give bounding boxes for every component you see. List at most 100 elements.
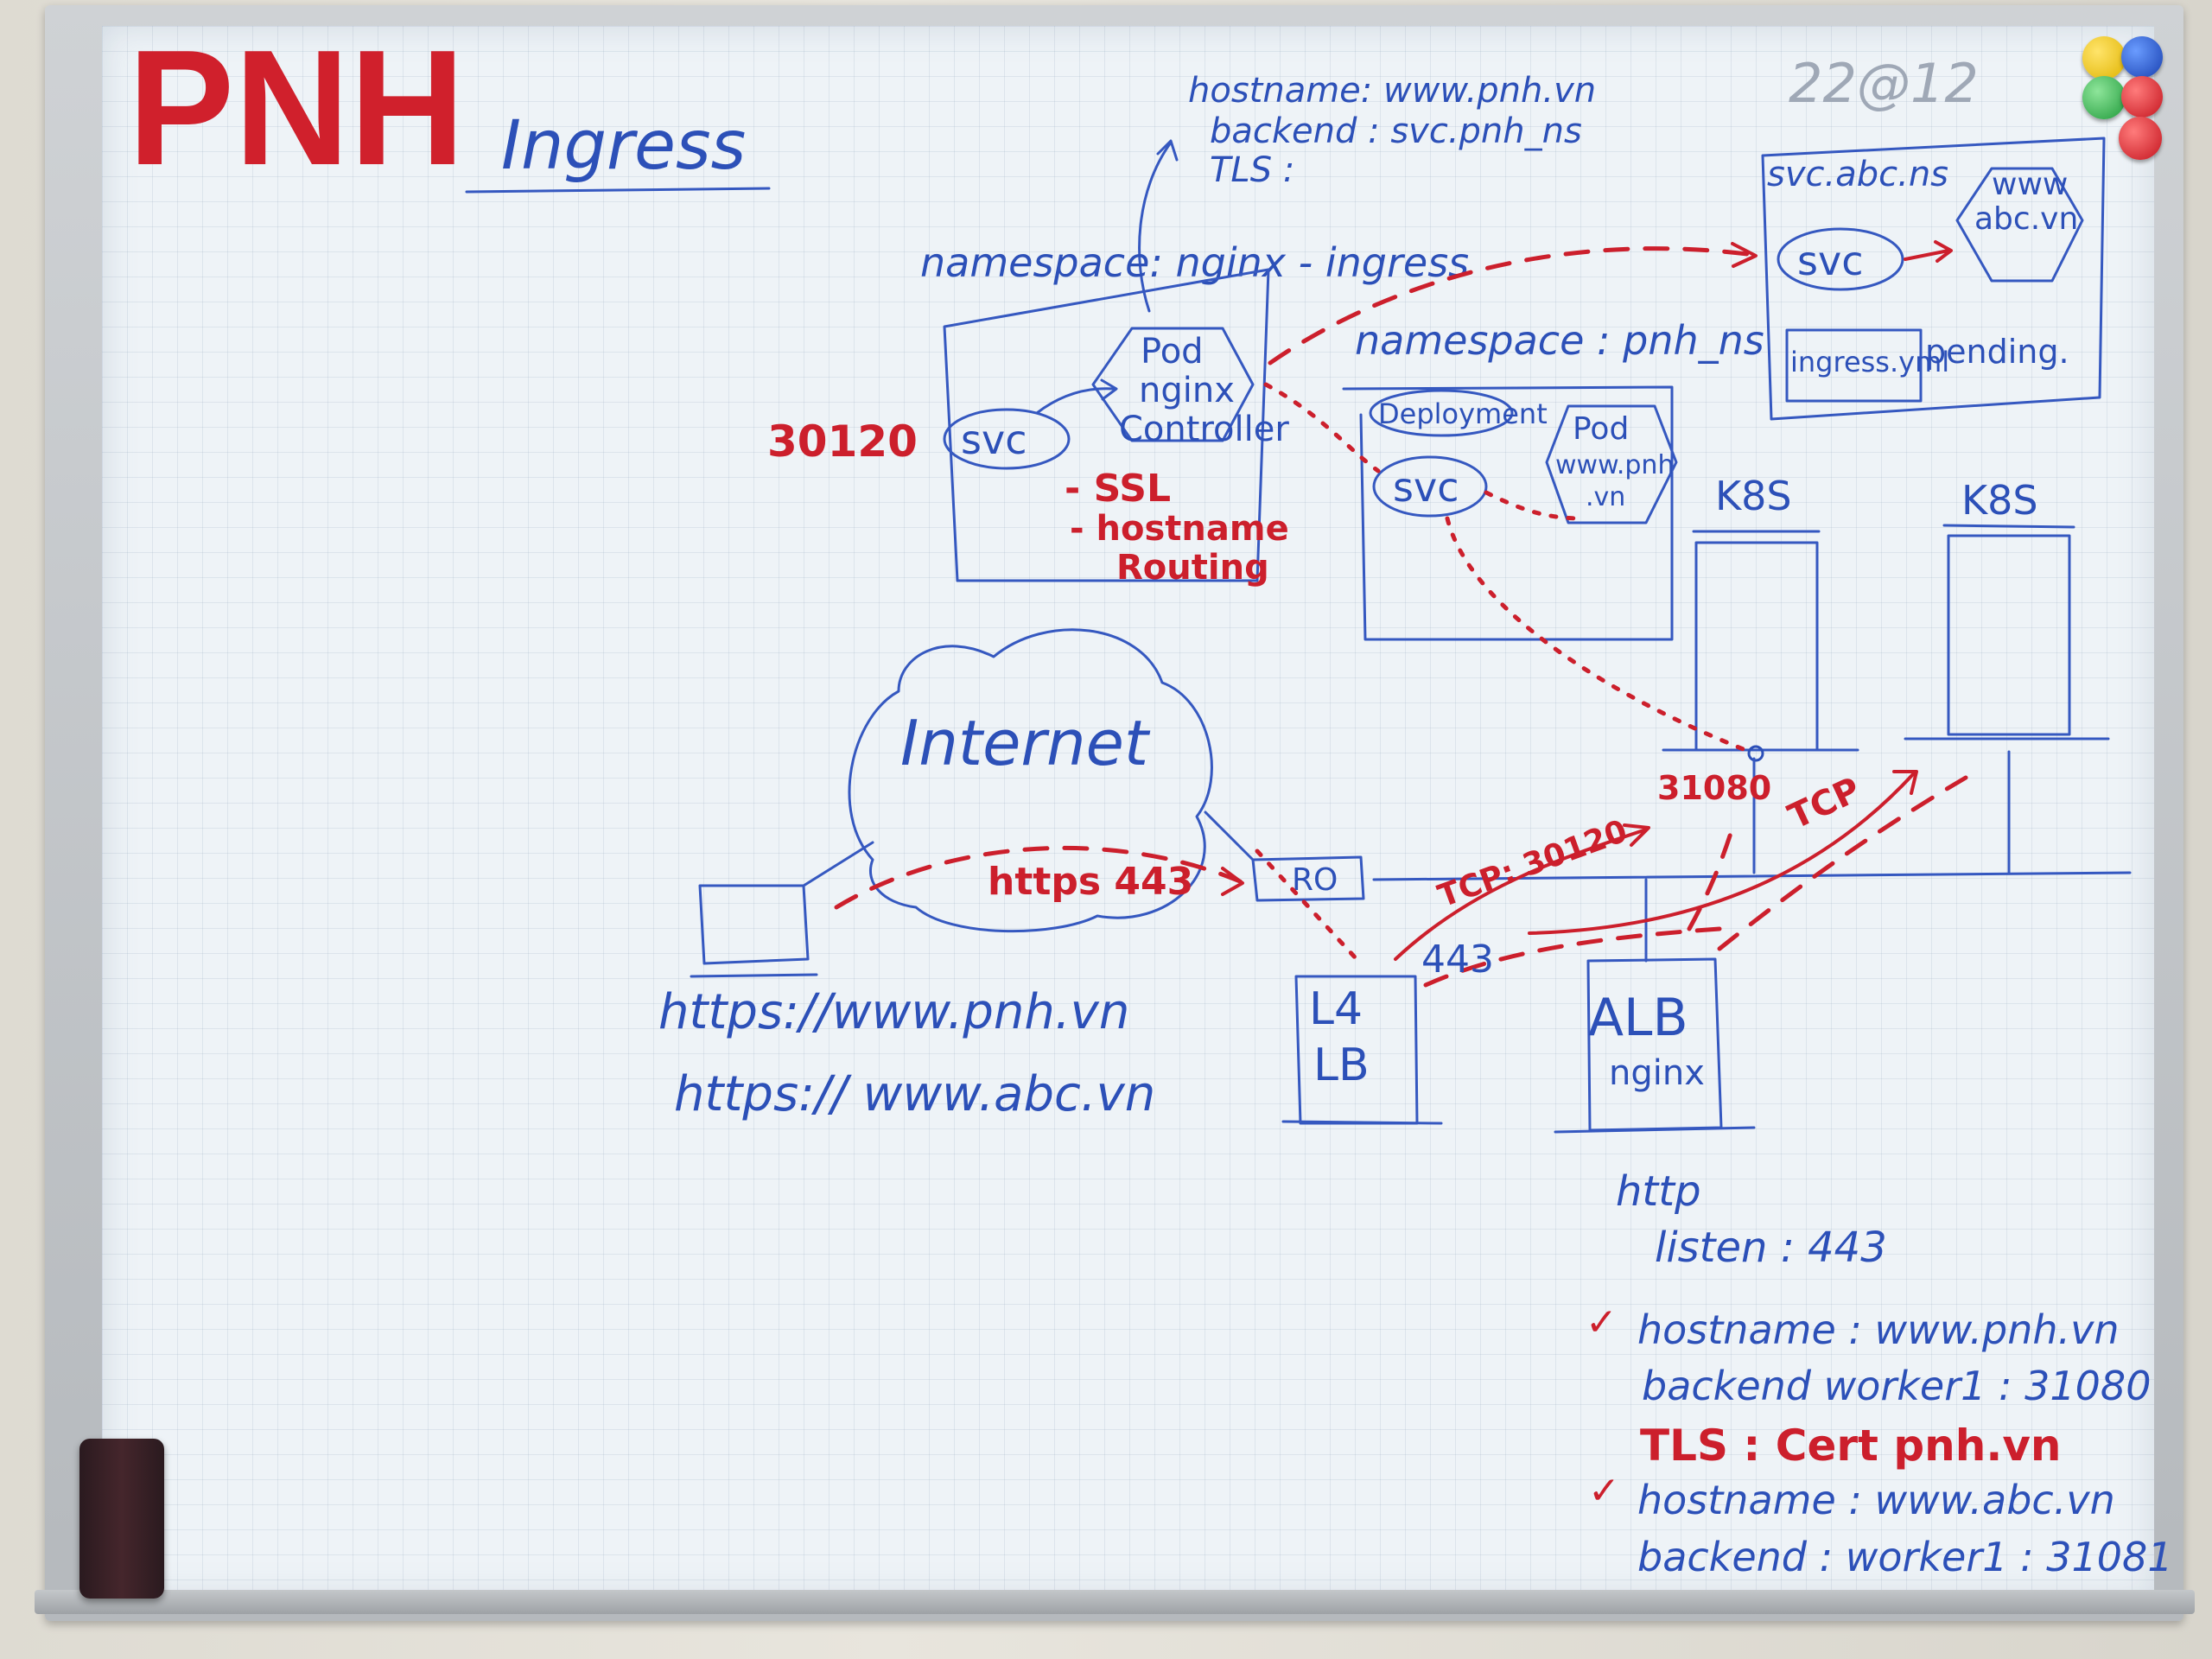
nginx-to-abc-arrow bbox=[1268, 246, 1757, 365]
nginx-note-routing: Routing bbox=[1116, 548, 1269, 588]
pnh-pod-line2: www.pnh bbox=[1555, 450, 1674, 480]
nginx-port: 30120 bbox=[767, 416, 918, 467]
l4lb-to-alb-443-arrow bbox=[1423, 926, 1722, 988]
internet-cloud bbox=[848, 628, 1213, 933]
arrow-https-label: https 443 bbox=[988, 860, 1193, 904]
magnet-yellow[interactable] bbox=[2082, 36, 2126, 79]
magnet-red-2[interactable] bbox=[2119, 117, 2162, 160]
alb-config-listen: listen : 443 bbox=[1655, 1224, 1887, 1272]
pnh-ns-box bbox=[1342, 385, 1674, 641]
ingress-rule-arrowhead bbox=[1156, 139, 1179, 162]
abc-ns-box bbox=[1761, 137, 2106, 421]
alb-to-k8s-left-arrow bbox=[1687, 825, 1735, 931]
pnh-svc-to-pod-arrow bbox=[1484, 490, 1584, 521]
abc-svc-to-pod-arrow bbox=[1904, 249, 1950, 261]
client-url-2: https:// www.abc.vn bbox=[674, 1066, 1155, 1122]
k8s-left-label: K8S bbox=[1715, 473, 1792, 519]
ingress-rule-hostname: hostname: www.pnh.vn bbox=[1188, 71, 1596, 111]
client-laptop bbox=[698, 884, 810, 965]
rule1-backend: backend worker1 : 31080 bbox=[1642, 1363, 2151, 1409]
tcp-to-k8s-right-arrow bbox=[1528, 772, 1916, 935]
pnh-svc-label: svc bbox=[1393, 464, 1459, 511]
whiteboard-surface bbox=[102, 26, 2154, 1599]
alb-line2: nginx bbox=[1609, 1053, 1705, 1093]
l4lb-line1: L4 bbox=[1309, 983, 1363, 1035]
magnet-blue[interactable] bbox=[2121, 36, 2163, 78]
nginx-pod-hexagon bbox=[1091, 327, 1255, 442]
backbone-network-line bbox=[1372, 871, 2132, 881]
nginx-pod-line2: nginx bbox=[1139, 371, 1235, 410]
pnh-pod-line1: Pod bbox=[1573, 411, 1629, 447]
magnet-green[interactable] bbox=[2082, 76, 2126, 119]
alb-base bbox=[1554, 1126, 1756, 1134]
router-to-l4lb-arrow bbox=[1255, 849, 1359, 962]
alb-line1: ALB bbox=[1588, 988, 1688, 1048]
nginx-svc-ellipse bbox=[943, 408, 1071, 470]
nginx-pod-line1: Pod bbox=[1141, 332, 1204, 372]
arrow-31080-label: 31080 bbox=[1657, 769, 1771, 807]
arrow-443-label: 443 bbox=[1421, 938, 1494, 982]
abc-svc-arrowhead bbox=[1934, 240, 1953, 263]
ingress-rule-tls: TLS : bbox=[1210, 150, 1294, 190]
nginx-ns-box bbox=[943, 268, 1270, 582]
rule2-check: ✓ bbox=[1588, 1469, 1620, 1513]
https-443-arrowhead bbox=[1221, 867, 1244, 896]
k8s-right-underline bbox=[1942, 524, 2075, 529]
arrow-tcp30120-label: TCP: 30120 bbox=[1433, 813, 1632, 914]
k8s-right-server bbox=[1947, 534, 2071, 736]
pnh-svc-ellipse bbox=[1372, 455, 1488, 518]
internet-label: Internet bbox=[900, 707, 1151, 779]
nginx-to-abc-arrowhead bbox=[1731, 242, 1758, 268]
svc-to-pod-arrowhead bbox=[1100, 378, 1118, 401]
rule1-hostname: hostname : www.pnh.vn bbox=[1637, 1306, 2120, 1353]
nginx-svc-label: svc bbox=[961, 416, 1027, 463]
nginx-note-hostname: - hostname bbox=[1070, 509, 1289, 549]
alb-config-http: http bbox=[1616, 1167, 1701, 1216]
l4lb-base bbox=[1281, 1120, 1443, 1125]
tcp-30120-arrow bbox=[1394, 828, 1648, 961]
abc-pod-line1: www bbox=[1992, 167, 2068, 202]
client-to-internet-link bbox=[802, 841, 874, 887]
deployment-ellipse bbox=[1369, 389, 1514, 437]
svc-to-pod-arrow bbox=[1035, 387, 1116, 415]
l4lb-line2: LB bbox=[1313, 1039, 1370, 1091]
pnh-svc-to-node-arrow bbox=[1445, 516, 1748, 753]
k8s-right-label: K8S bbox=[1961, 477, 2038, 524]
rule1-check: ✓ bbox=[1586, 1300, 1618, 1344]
ingress-rule-backend: backend : svc.pnh_ns bbox=[1210, 111, 1582, 151]
k8s-left-port bbox=[1747, 745, 1764, 762]
alb-to-k8s-right-arrow bbox=[1717, 775, 1968, 951]
abc-svc-label: svc bbox=[1797, 238, 1863, 284]
nginx-ns-label: namespace: nginx - ingress bbox=[920, 239, 1469, 286]
pnh-pod-line3: .vn bbox=[1586, 482, 1625, 512]
abc-ns-label: svc.abc.ns bbox=[1767, 155, 1948, 194]
abc-pod-hexagon bbox=[1955, 167, 2084, 283]
nginx-pod-line3: Controller bbox=[1119, 410, 1289, 449]
ingress-yaml-box bbox=[1785, 328, 1923, 403]
nginx-note-ssl: - SSL bbox=[1065, 467, 1171, 511]
internet-to-router-link bbox=[1204, 810, 1255, 861]
k8s-left-server bbox=[1694, 541, 1819, 752]
board-eraser[interactable] bbox=[79, 1439, 164, 1599]
tcp-30120-arrowhead bbox=[1623, 823, 1650, 847]
rule2-backend: backend : worker1 : 31081 bbox=[1637, 1534, 2173, 1580]
pnh-pod-hexagon bbox=[1545, 404, 1678, 524]
abc-status-pending: pending. bbox=[1925, 333, 2069, 371]
tcp-to-k8s-right-arrowhead bbox=[1892, 770, 1918, 795]
client-laptop-base bbox=[690, 973, 818, 978]
nginx-to-pnh-svc-arrow bbox=[1263, 382, 1381, 474]
corner-text: 22@12 bbox=[1789, 52, 1979, 115]
rule1-tls: TLS : Cert pnh.vn bbox=[1640, 1421, 2062, 1471]
client-url-1: https://www.pnh.vn bbox=[658, 984, 1129, 1040]
router-box bbox=[1251, 855, 1365, 902]
ingress-yaml-label: ingress.yml bbox=[1790, 346, 1949, 378]
rule2-hostname: hostname : www.abc.vn bbox=[1637, 1477, 2115, 1523]
https-443-arrow bbox=[834, 845, 1243, 910]
marker-tray bbox=[35, 1590, 2195, 1614]
abc-svc-ellipse bbox=[1777, 227, 1904, 291]
abc-pod-line2: abc.vn bbox=[1974, 201, 2078, 237]
router-label: RO bbox=[1292, 862, 1338, 898]
magnet-red-1[interactable] bbox=[2121, 76, 2163, 118]
pnh-logo: PNH bbox=[128, 16, 465, 200]
